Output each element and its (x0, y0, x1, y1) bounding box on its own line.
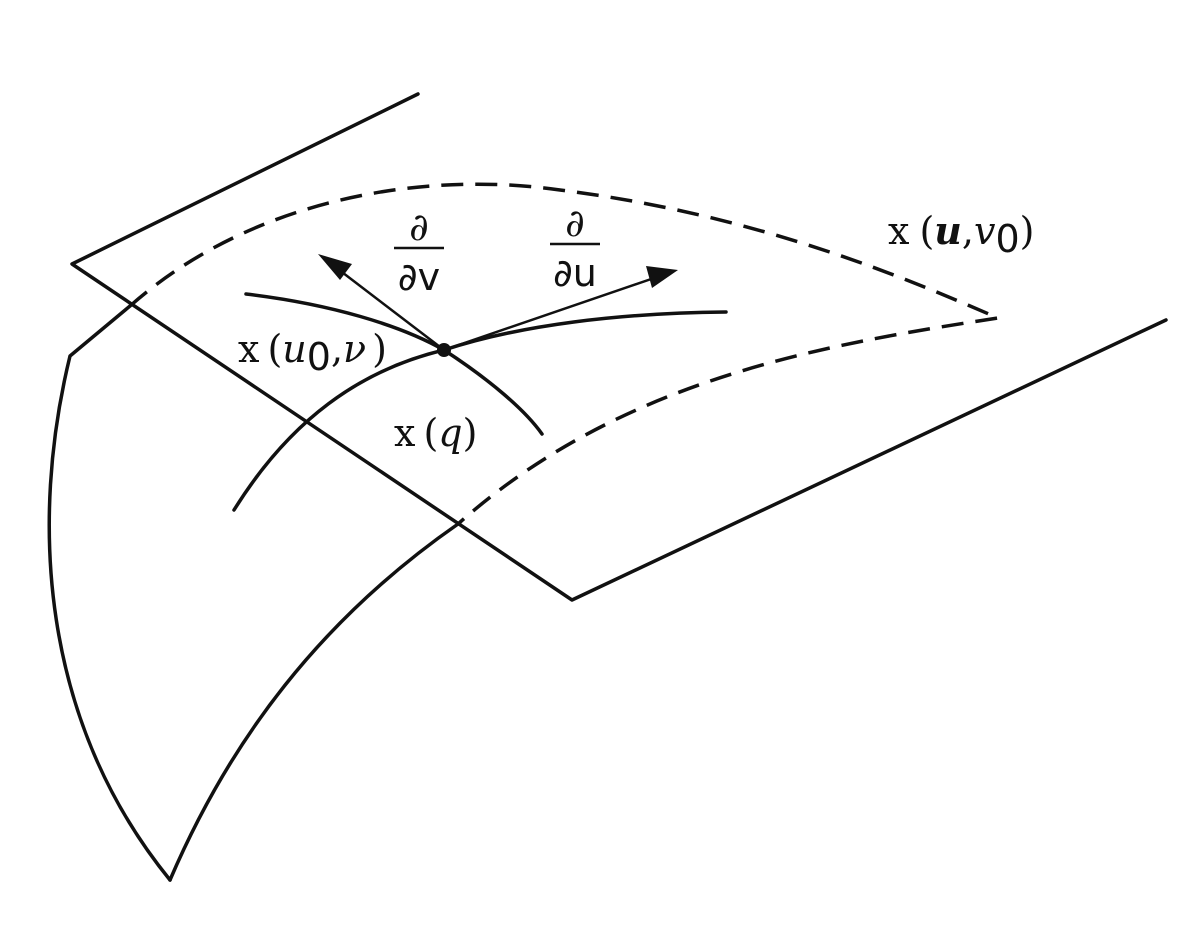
partial-v-label: ∂ ∂v (394, 205, 444, 299)
partial-v-numerator: ∂ (409, 205, 429, 249)
arrowhead-v (318, 254, 352, 280)
tangent-vector-u (443, 274, 661, 352)
point-q-marker (437, 343, 451, 357)
partial-u-denominator: ∂u (553, 251, 597, 295)
partial-v-denominator: ∂v (398, 255, 440, 299)
tangent-vector-v (333, 265, 445, 351)
partial-u-label: ∂ ∂u (550, 201, 600, 295)
surface-hidden-edge (128, 182, 1005, 526)
curve-u-label: x(u,v0) (888, 208, 1034, 261)
surface-bottom-edge (168, 522, 460, 882)
surface-left-edge (47, 304, 172, 882)
coordinate-curve-v (232, 348, 544, 512)
tangent-plane (70, 92, 1168, 602)
arrowhead-u (646, 266, 678, 288)
curve-v-label: x(u0,ν) (238, 327, 387, 379)
point-q-label: x(q) (394, 411, 477, 455)
partial-u-numerator: ∂ (565, 201, 585, 245)
